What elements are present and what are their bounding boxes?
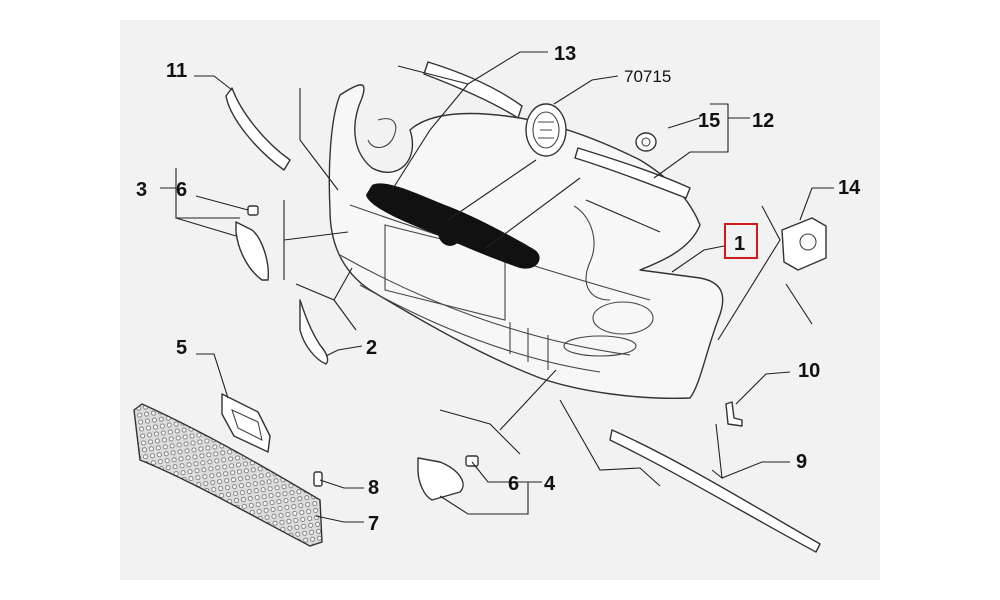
- callout-6-upper: 6: [176, 179, 187, 201]
- upper-trim-strip-part: [423, 61, 523, 119]
- left-cover-3-part: [235, 221, 269, 281]
- callout-5: 5: [176, 337, 187, 359]
- clip-10-part: [725, 401, 743, 427]
- left-upper-trim-part: [225, 87, 291, 171]
- callout-3: 3: [136, 179, 147, 201]
- lower-strip-9-part: [609, 429, 821, 553]
- cover-4-part: [417, 457, 464, 501]
- clip-6-upper-part: [247, 205, 259, 216]
- clip-15-part: [635, 132, 657, 152]
- callout-11: 11: [166, 60, 187, 82]
- callout-2: 2: [366, 337, 377, 359]
- leader-lines: [160, 51, 834, 523]
- clip-8-part: [313, 471, 323, 487]
- callout-9: 9: [796, 451, 807, 473]
- callout-4: 4: [544, 473, 556, 495]
- bracket-14-part: [781, 217, 827, 271]
- clip-6-lower-part: [465, 455, 479, 467]
- callout-part-number: 70715: [624, 67, 671, 86]
- side-trim-strip-part: [574, 147, 691, 199]
- insert-5-part: [221, 393, 271, 453]
- callout-8: 8: [368, 477, 379, 499]
- front-emblem-part: [525, 103, 567, 157]
- callout-14: 14: [838, 177, 861, 199]
- callout-1: 1: [734, 233, 745, 255]
- callout-12: 12: [752, 110, 774, 132]
- callout-10: 10: [798, 360, 820, 382]
- callout-1-highlight-box: [724, 223, 758, 259]
- cover-2-part: [299, 299, 329, 365]
- callout-15: 15: [698, 110, 720, 132]
- callout-7: 7: [368, 513, 379, 535]
- callout-6-lower: 6: [508, 473, 519, 495]
- lower-grille-7-part: [133, 403, 323, 547]
- callout-labels: 13 70715 15 12 11 3 6 14 2 5 10 9 8 7 6 …: [136, 43, 861, 535]
- callout-13: 13: [554, 43, 576, 65]
